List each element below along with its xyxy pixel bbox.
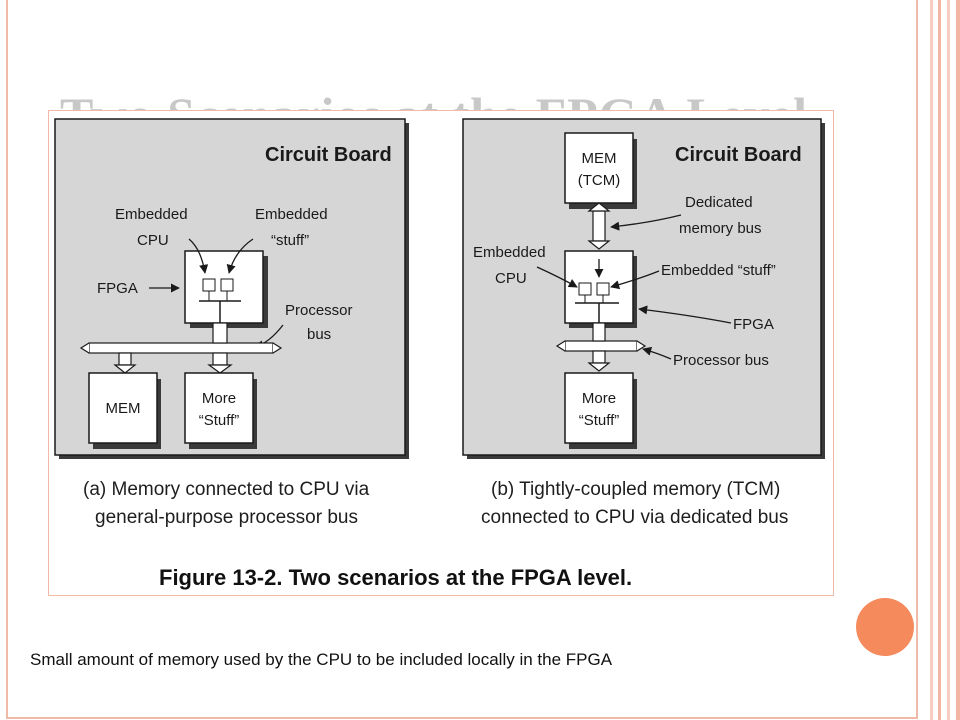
more-stuff-box-a xyxy=(184,372,254,444)
more-stuff-label-a-1: More xyxy=(202,390,236,407)
caption-a-line-2: general-purpose processor bus xyxy=(95,507,358,528)
stuff-core-a xyxy=(220,278,234,292)
embedded-stuff-label-b: Embedded “stuff” xyxy=(661,262,776,279)
embedded-cpu-label-a-1: Embedded xyxy=(115,206,188,223)
processor-bus-label-b: Processor bus xyxy=(673,352,769,369)
caption-a-line-1: (a) Memory connected to CPU via xyxy=(83,479,370,500)
embedded-cpu-label-a-2: CPU xyxy=(137,232,169,249)
more-stuff-label-b-1: More xyxy=(582,390,616,407)
accent-circle xyxy=(856,598,914,656)
mem-label-a: MEM xyxy=(106,400,141,417)
circuit-board-b xyxy=(462,118,822,456)
more-stuff-label-a-2: “Stuff” xyxy=(199,412,240,429)
more-stuff-label-b-2: “Stuff” xyxy=(579,412,620,429)
panel-b: Circuit Board MEM (TCM) Dedicated memory… xyxy=(462,118,825,459)
mem-tcm-label-2: (TCM) xyxy=(578,172,620,189)
dedicated-bus-label-2: memory bus xyxy=(679,220,762,237)
embedded-stuff-label-a-2: “stuff” xyxy=(271,232,309,249)
mem-box-a xyxy=(88,372,158,444)
dedicated-memory-bus xyxy=(592,210,606,242)
processor-bus-label-a-1: Processor xyxy=(285,302,353,319)
figure-image: Circuit Board Embedded CPU Embedded “stu… xyxy=(48,110,834,596)
dedicated-bus-label-1: Dedicated xyxy=(685,194,753,211)
embedded-stuff-label-a-1: Embedded xyxy=(255,206,328,223)
slide-frame xyxy=(6,0,918,719)
decorative-stripes xyxy=(920,0,960,720)
processor-bus-b xyxy=(564,340,638,352)
embedded-cpu-label-b-1: Embedded xyxy=(473,244,546,261)
slide-note: Small amount of memory used by the CPU t… xyxy=(30,650,613,669)
cpu-core-b xyxy=(578,282,592,296)
cpu-core-a xyxy=(202,278,216,292)
caption-b-line-1: (b) Tightly-coupled memory (TCM) xyxy=(491,479,780,500)
processor-bus-a xyxy=(88,342,274,354)
fpga-label-a: FPGA xyxy=(97,280,138,297)
board-label-a: Circuit Board xyxy=(265,144,392,166)
mem-tcm-box xyxy=(564,132,634,204)
fpga-label-b: FPGA xyxy=(733,316,774,333)
board-label-b: Circuit Board xyxy=(675,144,802,166)
panel-a: Circuit Board Embedded CPU Embedded “stu… xyxy=(54,118,409,459)
more-stuff-box-b xyxy=(564,372,634,444)
caption-b-line-2: connected to CPU via dedicated bus xyxy=(481,507,788,528)
mem-tcm-label-1: MEM xyxy=(582,150,617,167)
figure-title: Figure 13-2. Two scenarios at the FPGA l… xyxy=(159,565,632,590)
embedded-cpu-label-b-2: CPU xyxy=(495,270,527,287)
stuff-core-b xyxy=(596,282,610,296)
processor-bus-label-a-2: bus xyxy=(307,326,331,343)
